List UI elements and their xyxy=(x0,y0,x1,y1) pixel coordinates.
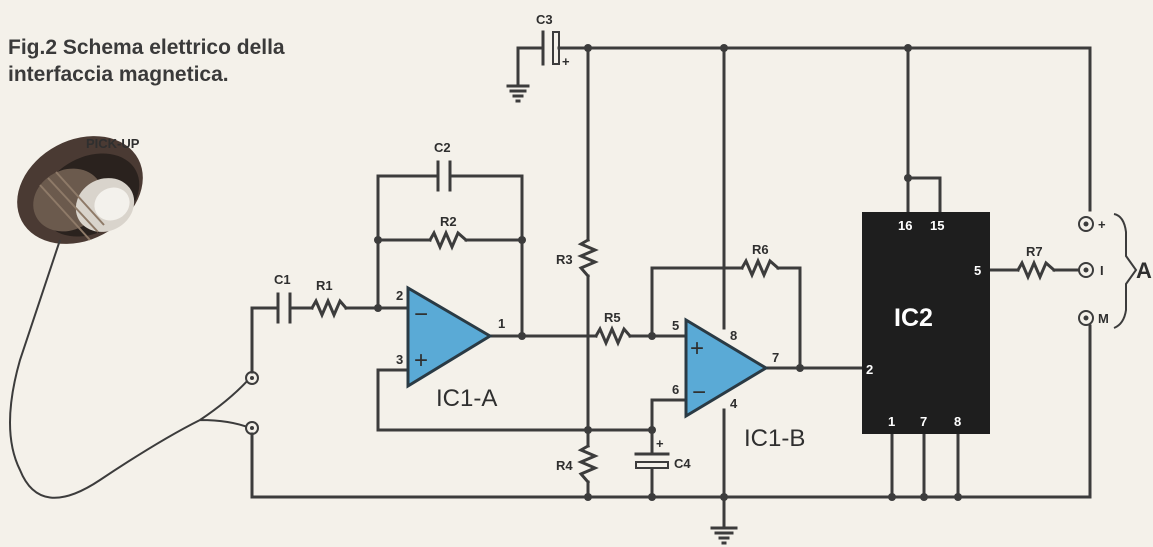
caption-line-1: Fig.2 Schema elettrico della xyxy=(8,36,285,59)
ic1b-pin-8: 8 xyxy=(730,328,737,343)
ic1b-minus-sign: − xyxy=(692,379,706,406)
ic2-pin-1: 1 xyxy=(888,414,895,429)
ic1b-plus-sign: + xyxy=(690,335,704,362)
opamp-ic1a: − + xyxy=(406,285,493,389)
r3-label: R3 xyxy=(556,252,573,267)
ic2-pin-8: 8 xyxy=(954,414,961,429)
resistor-r5 xyxy=(593,325,633,347)
ic1a-pin-1: 1 xyxy=(498,316,505,331)
terminal-plus-label: + xyxy=(1098,217,1106,232)
ic1b-pin-6: 6 xyxy=(672,382,679,397)
ic1a-label: IC1-A xyxy=(436,385,497,412)
ic1a-plus-sign: + xyxy=(414,347,428,374)
resistor-r1 xyxy=(309,297,349,319)
r7-label: R7 xyxy=(1026,244,1043,259)
terminal-m-label: M xyxy=(1098,311,1109,326)
c2-label: C2 xyxy=(434,140,451,155)
c1-label: C1 xyxy=(274,272,291,287)
pickup-cable xyxy=(9,239,251,499)
c3-polarity: + xyxy=(562,54,570,69)
ic2-label: IC2 xyxy=(894,304,933,332)
ic2-pin-2: 2 xyxy=(866,362,873,377)
resistor-r3 xyxy=(577,237,599,279)
opamp-ic1b: + − xyxy=(684,317,769,419)
terminal-i-label: I xyxy=(1100,263,1104,278)
c4-polarity: + xyxy=(656,436,664,451)
ic2-pin-15: 15 xyxy=(930,218,944,233)
r5-label: R5 xyxy=(604,310,621,325)
output-terminals xyxy=(1078,213,1138,329)
ic1b-pin-7: 7 xyxy=(772,350,779,365)
ic1b-label: IC1-B xyxy=(744,425,805,452)
ic2-chip xyxy=(862,212,990,434)
ic1a-pin-2: 2 xyxy=(396,288,403,303)
capacitor-c2 xyxy=(436,160,452,192)
ground-symbol-bottom xyxy=(710,526,738,545)
pickup-label: PICK-UP xyxy=(86,136,140,151)
resistor-r7 xyxy=(1015,259,1057,281)
capacitor-c3 xyxy=(541,30,572,66)
r6-label: R6 xyxy=(752,242,769,257)
c3-label: C3 xyxy=(536,12,553,27)
resistor-r6 xyxy=(739,257,781,279)
wiring xyxy=(250,46,1092,530)
junction-dots xyxy=(374,44,962,501)
ground-symbol-c3 xyxy=(506,84,530,103)
figure-caption: Fig.2 Schema elettrico della interfaccia… xyxy=(8,34,368,88)
ic1a-minus-sign: − xyxy=(414,301,428,328)
ic2-pin-16: 16 xyxy=(898,218,912,233)
pickup-cartridge xyxy=(17,136,143,244)
capacitor-c4 xyxy=(634,452,670,469)
resistor-r2 xyxy=(427,229,469,251)
ic2-pin-5: 5 xyxy=(974,263,981,278)
c4-label: C4 xyxy=(674,456,691,471)
connector-a-label: A xyxy=(1136,258,1152,283)
caption-line-2: interfaccia magnetica. xyxy=(8,63,229,86)
ic1b-pin-4: 4 xyxy=(730,396,738,411)
resistor-r4 xyxy=(577,443,599,485)
ic1a-pin-3: 3 xyxy=(396,352,403,367)
r1-label: R1 xyxy=(316,278,333,293)
r2-label: R2 xyxy=(440,214,457,229)
ic1b-pin-5: 5 xyxy=(672,318,679,333)
capacitor-c1 xyxy=(276,292,292,324)
r4-label: R4 xyxy=(556,458,573,473)
ic2-pin-7: 7 xyxy=(920,414,927,429)
